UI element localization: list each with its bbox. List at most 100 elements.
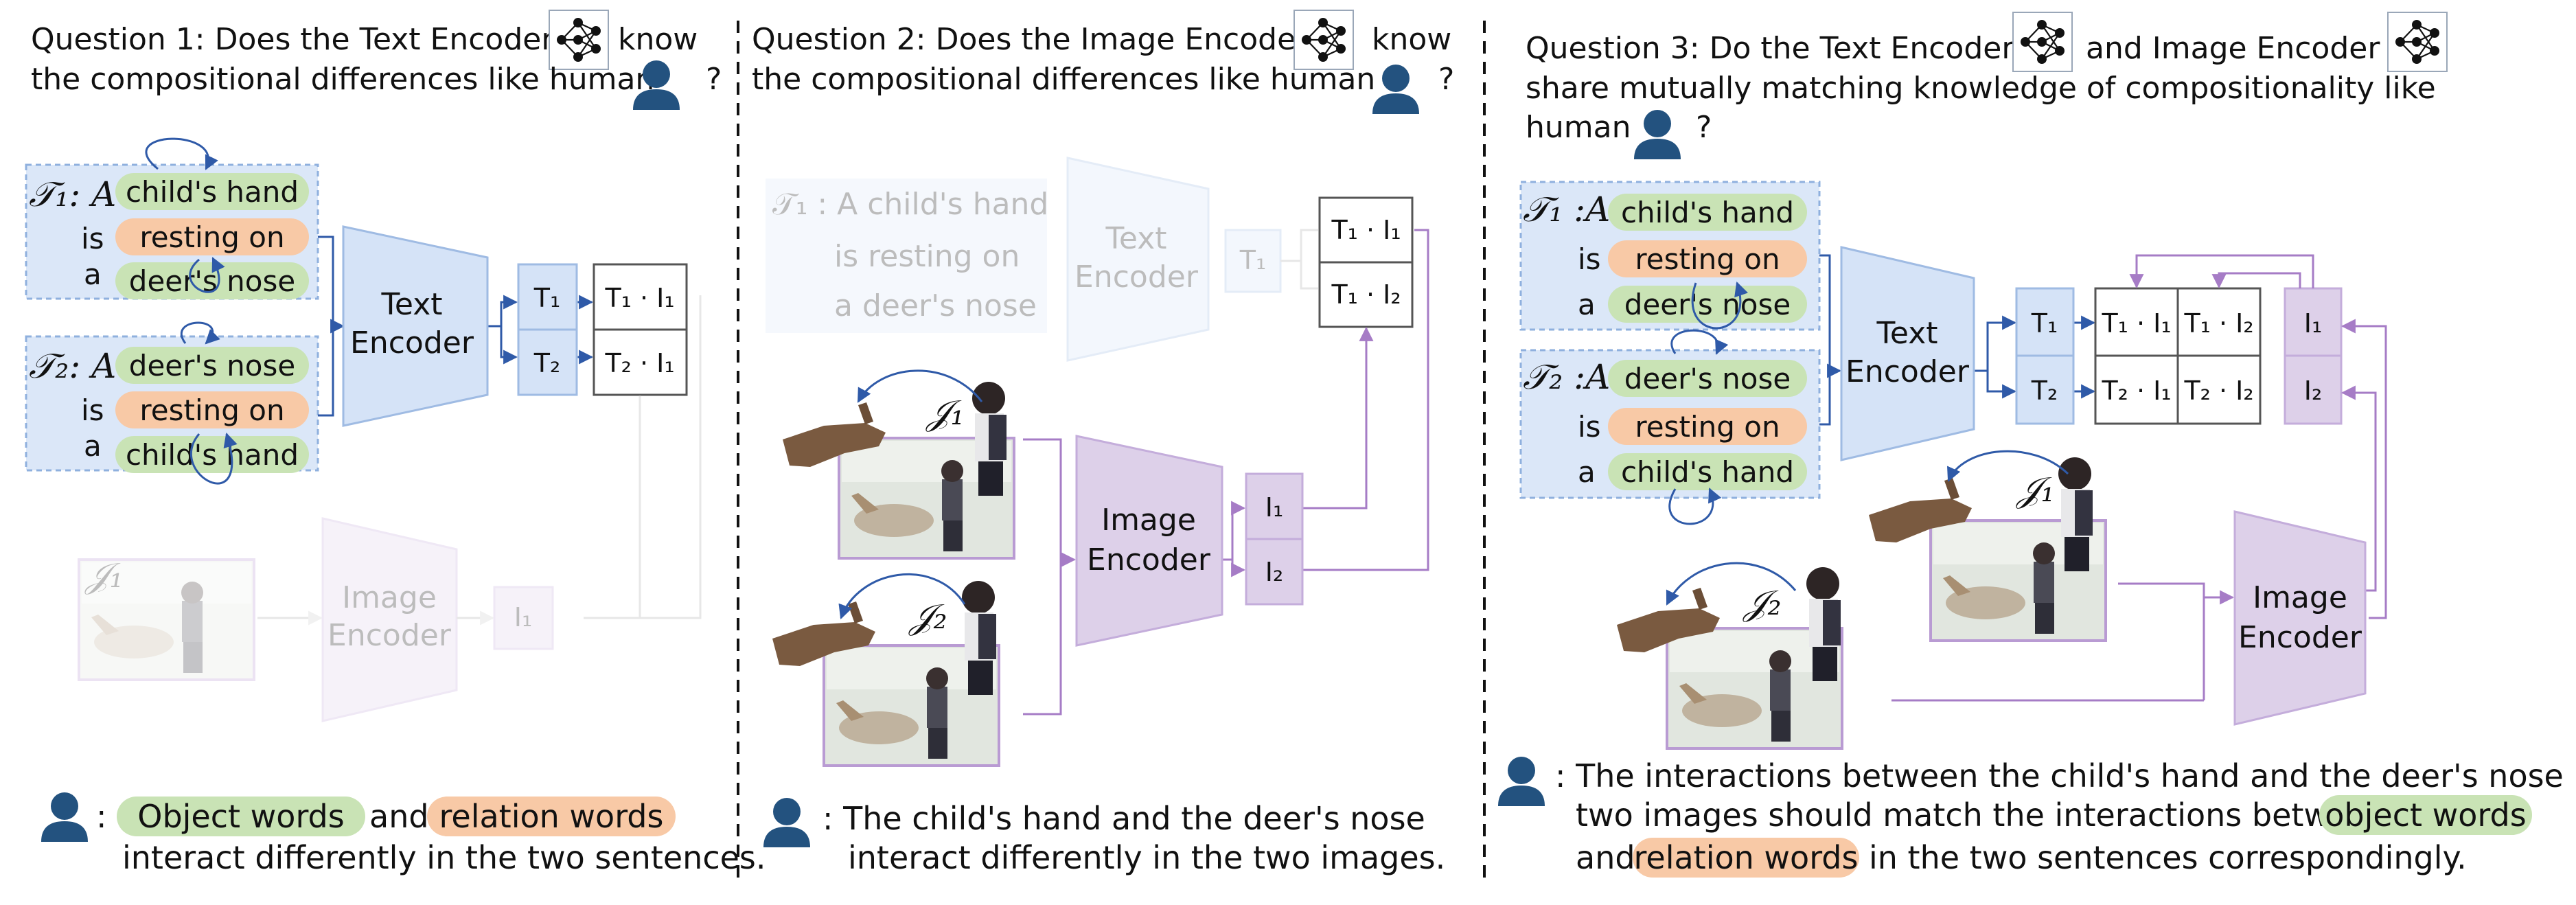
faded-image-branch-p1: 𝒥₁ Image Encoder I₁ <box>78 295 702 722</box>
person-icon <box>41 792 88 842</box>
neural-network-icon <box>1293 9 1355 71</box>
relation-words-pill: relation words <box>439 798 664 835</box>
connector-lines-p2 <box>1023 229 1429 715</box>
image-embeddings-p2: I₁ I₂ <box>1245 472 1304 606</box>
caption-and: and <box>369 798 429 835</box>
sentence-1-box-p3: 𝒯₁ :A is a child's hand resting on deer'… <box>1519 181 1821 331</box>
t2-cell: T₂ <box>533 348 560 378</box>
i1-cell: I₁ <box>514 602 532 632</box>
image-encoder-p3: Image Encoder <box>2233 510 2367 726</box>
sentence-2-a: a <box>84 429 102 463</box>
connector-lines-p1 <box>318 236 594 417</box>
matrix-feedback-lines-p3 <box>2129 254 2387 619</box>
text-encoder-label-2: Encoder <box>1845 354 1970 389</box>
object-word-childs-hand: child's hand <box>126 438 299 472</box>
matrix-cell-t2-i1: T₂ · I₁ <box>2101 376 2171 406</box>
sentence-2-is: is <box>1578 410 1601 444</box>
image-2-p2: 𝒥₂ <box>772 573 1000 767</box>
i1-cell: I₁ <box>2304 308 2322 339</box>
image-encoder-label-2: Encoder <box>2238 620 2362 655</box>
text-encoder-p1: Text Encoder <box>342 225 489 427</box>
object-word-deers-nose: deer's nose <box>1624 288 1791 321</box>
caption-line3: in the two sentences correspondingly. <box>1869 839 2467 876</box>
matrix-cell-t1-i1: T₁ · I₁ <box>2101 308 2171 339</box>
text-embeddings-p3: T₁ T₂ <box>2015 287 2075 425</box>
caption-line2: two images should match the interactions… <box>1576 797 2389 834</box>
relation-word-resting-on: resting on <box>1635 410 1780 444</box>
image-2-p3: 𝒥₂ <box>1617 562 1843 750</box>
caption-p2: : The child's hand and the deer's nose i… <box>763 798 1445 876</box>
i2-cell: I₂ <box>2304 376 2322 406</box>
panel-1: Question 1: Does the Text Encoder know t… <box>25 9 766 876</box>
sentence-2-label: 𝒯₂ :A <box>1523 357 1610 397</box>
matrix-cell-t2-i2: T₂ · I₂ <box>2183 376 2253 406</box>
person-icon <box>763 798 810 847</box>
similarity-p2: T₁ · I₁ T₁ · I₂ <box>1318 196 1414 328</box>
question-1-line1: Question 1: Does the Text Encoder <box>31 22 554 57</box>
dot-product-t1-i2: T₁ · I₂ <box>1331 279 1401 310</box>
text-embeddings-p1: T₁ T₂ <box>517 263 578 396</box>
question-1-line2: the compositional differences like human <box>31 62 654 97</box>
sentence-2-label: 𝒯₂: A <box>29 346 116 386</box>
image-encoder-label-2: Encoder <box>327 618 452 653</box>
image-2-label: 𝒥₂ <box>908 597 947 637</box>
sentence-2-box: 𝒯₂: A is a deer's nose resting on child'… <box>25 321 319 485</box>
image-1-label: 𝒥₁ <box>84 555 124 595</box>
image-encoder-p2: Image Encoder <box>1075 435 1223 647</box>
t2-cell: T₂ <box>2031 376 2058 406</box>
t1-cell: T₁ <box>2031 308 2058 339</box>
object-word-childs-hand: child's hand <box>126 175 299 209</box>
caption-and: and <box>1576 839 1635 876</box>
object-word-childs-hand: child's hand <box>1621 196 1794 229</box>
caption-line1: : The interactions between the child's h… <box>1555 757 2576 794</box>
neural-network-icon <box>548 9 610 71</box>
image-1-label: 𝒥₁ <box>925 393 965 433</box>
object-word-deers-nose: deer's nose <box>129 349 295 382</box>
image-1-p2: 𝒥₁ <box>783 369 1015 560</box>
caption-p1: : Object words and relation words intera… <box>41 792 766 876</box>
image-encoder-label-1: Image <box>1101 503 1196 538</box>
image-encoder-label-2: Encoder <box>1087 542 1211 577</box>
sentence-1-a: a <box>84 257 102 291</box>
person-icon <box>1372 65 1419 114</box>
image-1-label: 𝒥₁ <box>2016 470 2055 509</box>
caption-line2: interact differently in the two sentence… <box>122 839 766 876</box>
person-icon <box>1634 110 1681 159</box>
question-2: Question 2: Does the Image Encoder know … <box>752 9 1454 114</box>
matrix-cell-t1-i2: T₁ · I₂ <box>2183 308 2253 339</box>
image-1-p3: 𝒥₁ <box>1869 450 2107 642</box>
text-encoder-label-2: Encoder <box>350 325 474 360</box>
caption-p3: : The interactions between the child's h… <box>1498 757 2576 878</box>
relation-words-pill: relation words <box>1634 839 1859 876</box>
caption-line2: interact differently in the two images. <box>848 839 1445 876</box>
relation-word-resting-on: resting on <box>139 393 284 427</box>
sentence-2-is: is <box>81 393 104 427</box>
question-1-qmark: ? <box>706 62 722 97</box>
neural-network-icon <box>2012 11 2073 73</box>
faded-sentence-line3: a deer's nose <box>834 288 1037 323</box>
connector-lines-image-p3 <box>1891 582 2235 702</box>
question-2-line1: Question 2: Does the Image Encoder <box>752 22 1309 57</box>
text-encoder-label-1: Text <box>381 287 443 322</box>
question-1-know: know <box>618 22 698 57</box>
sentence-1-is: is <box>1578 242 1601 276</box>
question-3-line2: share mutually matching knowledge of com… <box>1526 71 2436 106</box>
question-3-line3: human <box>1526 110 1631 145</box>
sentence-1-label: 𝒯₁: A <box>29 174 116 214</box>
text-encoder-p3: Text Encoder <box>1840 246 1975 461</box>
caption-line1: : The child's hand and the deer's nose <box>823 800 1425 837</box>
panel-3: Question 3: Do the Text Encoder and Imag… <box>1498 11 2576 878</box>
i1-cell: I₁ <box>1265 492 1283 523</box>
object-words-pill: object words <box>2325 797 2526 834</box>
image-encoder-label-1: Image <box>342 580 437 615</box>
faded-sentence-line1: 𝒯₁ : A child's hand <box>772 187 1048 222</box>
question-3: Question 3: Do the Text Encoder and Imag… <box>1526 11 2448 159</box>
neural-network-icon <box>2387 11 2448 73</box>
question-1: Question 1: Does the Text Encoder know t… <box>31 9 722 110</box>
object-word-childs-hand: child's hand <box>1621 455 1794 489</box>
similarity-p1: T₁ · I₁ T₂ · I₁ <box>593 263 688 396</box>
t1-cell: T₁ <box>1239 245 1266 275</box>
sentence-1-label: 𝒯₁ :A <box>1523 190 1610 229</box>
